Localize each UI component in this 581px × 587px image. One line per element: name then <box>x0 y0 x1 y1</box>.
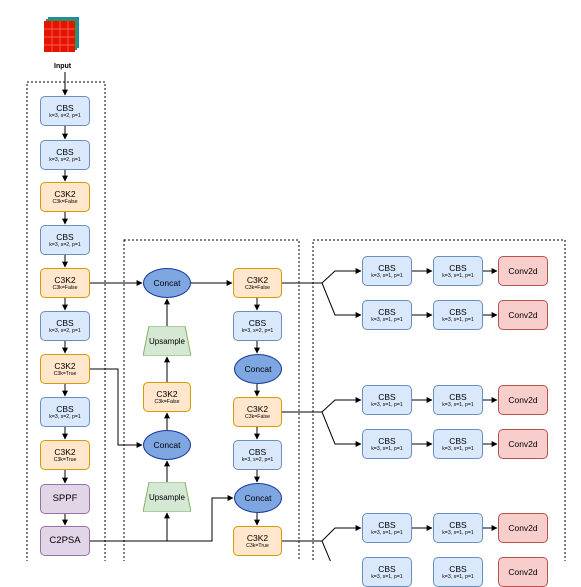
concat-label: Concat <box>244 364 272 374</box>
upsample-label: Upsample <box>148 336 185 346</box>
edge <box>282 268 362 284</box>
architecture-diagram <box>26 17 566 561</box>
concat-label: Concat <box>153 278 181 288</box>
concat-node-bottom-right: Concat <box>234 483 282 513</box>
concat-node-bottom-left: Concat <box>143 430 191 460</box>
edge <box>167 495 234 542</box>
concat-label: Concat <box>153 440 181 450</box>
edge <box>321 411 362 447</box>
head-group <box>312 239 566 561</box>
edge <box>282 397 362 413</box>
edge <box>90 512 170 542</box>
head-conv2d-2: Conv2d <box>498 300 548 330</box>
edge <box>321 282 362 318</box>
upsample-node-bottom: Upsample <box>143 482 191 512</box>
concat-node-mid-right: Concat <box>234 354 282 384</box>
input-image-icon <box>44 17 79 52</box>
upsample-label: Upsample <box>148 492 185 502</box>
upsample-node-top: Upsample <box>143 326 191 356</box>
concat-label: Concat <box>244 493 272 503</box>
head-conv2d-6: Conv2d <box>498 557 548 587</box>
head-conv2d-3: Conv2d <box>498 385 548 415</box>
head-conv2d-4: Conv2d <box>498 429 548 459</box>
sppf-block: SPPF <box>40 484 90 514</box>
input-label: Input <box>54 63 72 70</box>
head-conv2d-5: Conv2d <box>498 513 548 543</box>
edge <box>282 525 362 542</box>
head-conv2d-1: Conv2d <box>498 256 548 286</box>
edge <box>90 368 143 448</box>
c2psa-block: C2PSA <box>40 526 90 556</box>
edge <box>321 540 331 561</box>
concat-node-top-left: Concat <box>143 268 191 298</box>
neck-group <box>123 239 300 561</box>
